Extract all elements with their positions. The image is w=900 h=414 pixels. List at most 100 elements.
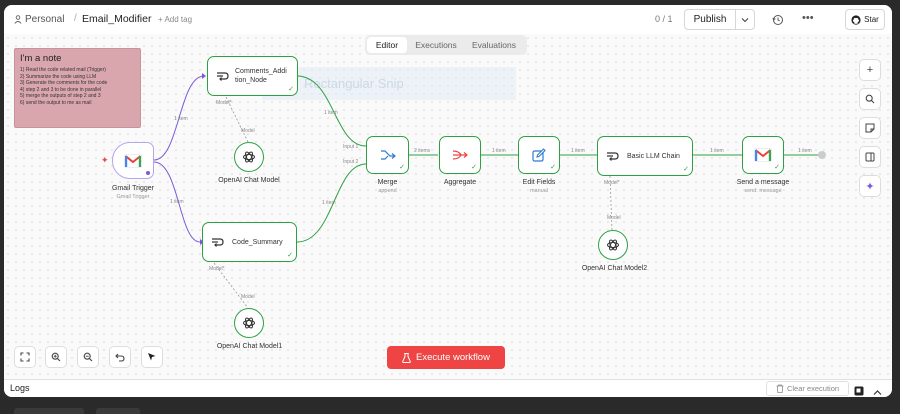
- user-icon: [14, 15, 22, 24]
- gmail-icon: [124, 153, 142, 168]
- node-basic-llm-chain[interactable]: Basic LLM Chain ✓: [597, 136, 693, 176]
- popout-logs-button[interactable]: [854, 383, 865, 396]
- model-tag: Model: [241, 128, 255, 134]
- gmail-icon: [754, 148, 772, 162]
- publish-button[interactable]: Publish: [684, 9, 736, 30]
- note-line: 4) step 2 and 3 to be done in parallel: [20, 86, 102, 93]
- zoom-in-icon: [51, 352, 61, 362]
- workflow-canvas[interactable]: Editor Executions Evaluations I'm a note…: [4, 34, 892, 379]
- chevron-up-icon: [873, 390, 882, 395]
- ai-chain-icon: [212, 237, 224, 247]
- merge-icon: [380, 150, 396, 160]
- node-label: Aggregate: [443, 179, 477, 186]
- sticky-note-icon: [865, 123, 875, 133]
- pointer-mode-button[interactable]: [141, 346, 163, 368]
- node-send-message[interactable]: ✓: [742, 136, 784, 174]
- note-line: 3) Generate the comments for the code: [20, 80, 108, 86]
- trigger-bolt-icon: ✦: [101, 155, 109, 165]
- note-line: 5) merge the outputs of step 2 and 3: [20, 93, 101, 99]
- node-code-summary[interactable]: Code_Summary ✓: [202, 222, 297, 262]
- add-tag-button[interactable]: + Add tag: [158, 15, 193, 24]
- execute-workflow-button[interactable]: Execute workflow: [387, 346, 505, 369]
- arrowhead: [202, 73, 206, 79]
- tab-editor[interactable]: Editor: [367, 37, 407, 53]
- model-tag: Model: [241, 294, 255, 300]
- publish-label: Publish: [693, 14, 727, 25]
- popout-icon: [854, 386, 864, 396]
- node-openai-chat-model[interactable]: [234, 142, 264, 172]
- node-label: Send a message: [736, 179, 790, 186]
- workspace-link[interactable]: Personal: [14, 14, 64, 25]
- logs-bar[interactable]: Logs Clear execution: [4, 379, 892, 397]
- version-counter: 0 / 1: [655, 14, 673, 24]
- node-openai-chat-model1[interactable]: [234, 308, 264, 338]
- zoom-out-button[interactable]: [77, 346, 99, 368]
- edge-model-3: [609, 175, 613, 231]
- zoom-out-icon: [83, 352, 93, 362]
- app-window: Personal / Email_Modifier + Add tag 0 / …: [4, 5, 892, 397]
- tab-executions[interactable]: Executions: [407, 37, 465, 53]
- edge-trigger-comments: [153, 75, 205, 161]
- node-merge[interactable]: ✓: [366, 136, 409, 174]
- add-node-button[interactable]: +: [859, 59, 881, 81]
- tab-evaluations[interactable]: Evaluations: [465, 37, 523, 53]
- toggle-panel-button[interactable]: [859, 146, 881, 168]
- flask-icon: [402, 352, 411, 363]
- clear-execution-label: Clear execution: [786, 384, 840, 393]
- trigger-dot: [146, 171, 150, 175]
- add-node-plus[interactable]: [818, 151, 826, 159]
- taskbar-item[interactable]: [96, 408, 140, 414]
- openai-icon: [243, 317, 255, 329]
- ai-chain-icon: [217, 71, 229, 81]
- workflow-name[interactable]: Email_Modifier: [82, 13, 152, 25]
- ai-assistant-button[interactable]: ✦: [859, 175, 881, 197]
- merge-input-label: Input 1: [343, 144, 359, 150]
- more-button[interactable]: •••: [802, 12, 814, 24]
- undo-button[interactable]: [109, 346, 131, 368]
- node-label: OpenAI Chat Model1: [216, 343, 283, 350]
- node-sublabel: send: message: [744, 188, 782, 194]
- add-sticky-button[interactable]: [859, 117, 881, 139]
- star-label: Star: [864, 15, 879, 24]
- node-label: Comments_Addi: [235, 68, 287, 75]
- clear-execution-button[interactable]: Clear execution: [766, 381, 849, 396]
- search-nodes-button[interactable]: [859, 88, 881, 110]
- github-icon: [851, 14, 861, 25]
- snip-watermark: Rectangular Snip: [262, 67, 516, 100]
- panel-icon: [865, 152, 875, 162]
- node-openai-chat-model2[interactable]: [598, 230, 628, 260]
- node-label: Code_Summary: [232, 238, 283, 246]
- expand-logs-button[interactable]: [873, 383, 884, 395]
- zoom-in-button[interactable]: [45, 346, 67, 368]
- tab-evaluations-label: Evaluations: [472, 40, 516, 50]
- publish-dropdown-button[interactable]: [735, 9, 755, 30]
- node-sublabel: Gmail Trigger: [116, 194, 150, 200]
- plus-icon: +: [866, 64, 874, 76]
- node-edit-fields[interactable]: ✓: [518, 136, 560, 174]
- watermark-text: Rectangular Snip: [304, 76, 404, 91]
- history-icon: [772, 15, 783, 25]
- node-aggregate[interactable]: ✓: [439, 136, 481, 174]
- success-check-icon: ✓: [774, 164, 780, 171]
- note-line: 6) send the output to me as mail: [20, 99, 92, 106]
- undo-icon: [115, 353, 125, 362]
- model-tag: Model: [607, 215, 621, 221]
- success-check-icon: ✓: [288, 86, 294, 93]
- pointer-icon: [148, 353, 156, 361]
- history-button[interactable]: [772, 13, 786, 27]
- model-port-label: Model*: [604, 180, 620, 186]
- node-comments-addition[interactable]: Comments_Addi tion_Node ✓: [207, 56, 298, 96]
- node-label: Edit Fields: [522, 179, 556, 186]
- workspace-name: Personal: [25, 14, 65, 25]
- search-icon: [865, 94, 875, 104]
- fit-view-button[interactable]: [14, 346, 36, 368]
- node-label: Merge: [377, 179, 398, 186]
- node-gmail-trigger[interactable]: [112, 142, 154, 179]
- sticky-note[interactable]: I'm a note 1) Read the code related mail…: [14, 48, 141, 128]
- top-header: Personal / Email_Modifier + Add tag 0 / …: [4, 5, 892, 34]
- taskbar-item[interactable]: [14, 408, 84, 414]
- github-star-button[interactable]: Star: [845, 9, 885, 30]
- success-check-icon: ✓: [550, 164, 556, 171]
- tab-editor-label: Editor: [375, 40, 399, 50]
- note-title: I'm a note: [20, 53, 62, 64]
